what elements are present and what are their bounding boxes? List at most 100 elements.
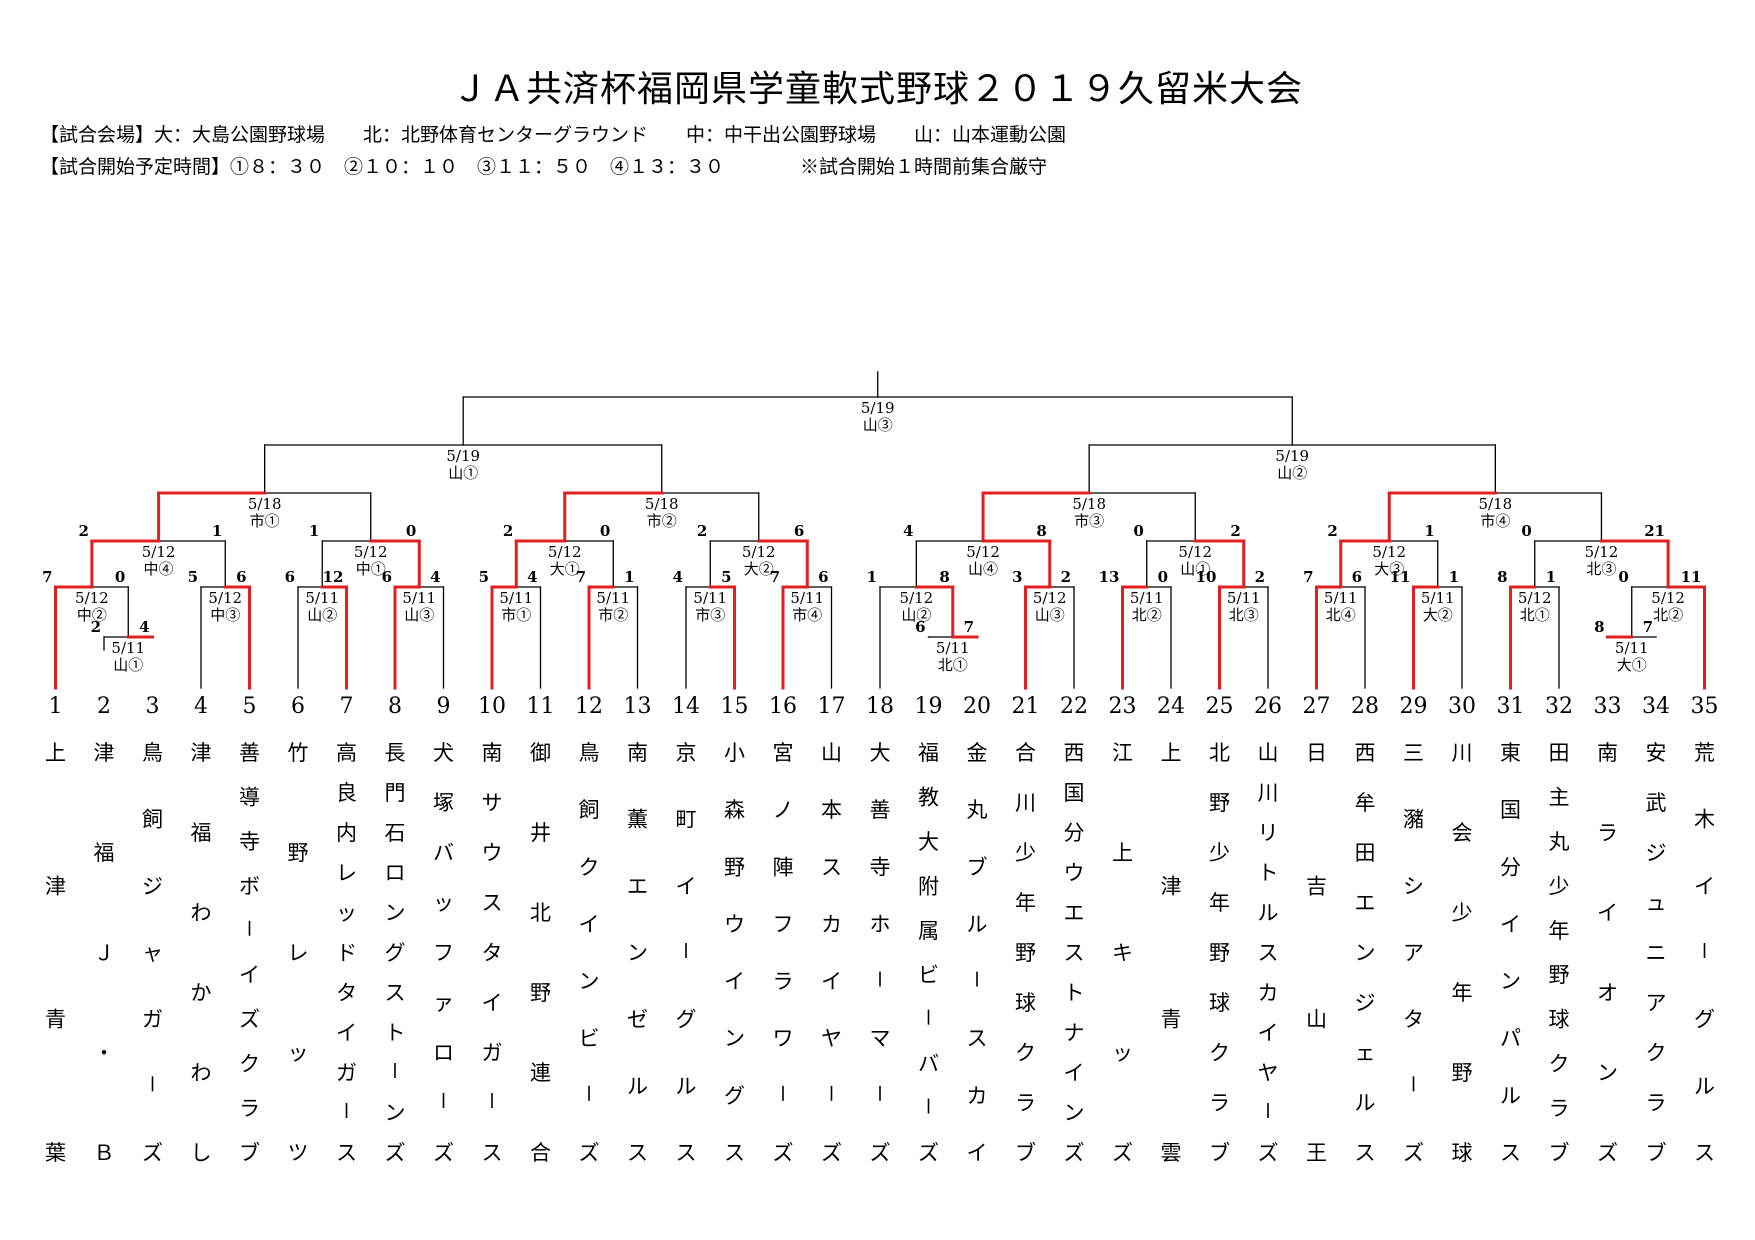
team-name-char: ズ (1064, 1141, 1085, 1165)
team-name-char: カ (821, 912, 842, 936)
team-name-char: ヤ (821, 1027, 842, 1051)
match-date: 5/12 (1033, 589, 1067, 607)
team-name-char: ジ (1646, 841, 1667, 865)
team-name-char: 年 (1452, 981, 1473, 1005)
score-left: 7 (770, 568, 780, 586)
team-name-char: 善 (239, 741, 260, 765)
match-venue: 中① (356, 560, 386, 578)
team-name-char: 陣 (773, 855, 794, 879)
team-name-char: 北 (530, 901, 551, 925)
team-name-char: か (191, 981, 212, 1005)
match-venue: 山① (113, 656, 143, 674)
match-venue: 北④ (1326, 606, 1356, 624)
team-name-char: 連 (530, 1061, 551, 1085)
team-number: 34 (1642, 694, 1670, 719)
team-name-char: ス (967, 1027, 988, 1051)
team-number: 12 (575, 694, 603, 719)
team-name-char: イ (967, 1141, 988, 1165)
team-name-char: 御 (530, 741, 551, 765)
team-name-char: 上 (1112, 841, 1133, 865)
team-name-char: 飼 (579, 798, 600, 822)
team-name-char: ッ (288, 1041, 309, 1065)
team-name-char: 球 (1549, 1008, 1570, 1032)
match-venue: 中④ (144, 560, 174, 578)
team-name-char: ス (482, 1141, 503, 1165)
team-name-char: わ (191, 901, 212, 925)
team-name-char: ガ (336, 1061, 357, 1085)
score-left: 5 (479, 568, 489, 586)
team-name-char: ブ (1549, 1141, 1570, 1165)
match-date: 5/18 (1072, 495, 1106, 513)
team-number: 21 (1012, 694, 1040, 719)
match-venue: 北① (1520, 606, 1550, 624)
score-right: 2 (1230, 522, 1240, 540)
team-name-char: 飼 (142, 808, 163, 832)
team-name-char: ウ (482, 841, 503, 865)
team-number: 11 (527, 694, 555, 719)
match-date: 5/18 (645, 495, 679, 513)
match-venue: 中③ (210, 606, 240, 624)
team-name-char: ズ (773, 1141, 794, 1165)
team-name-char: 大 (918, 830, 939, 854)
team-name-char: 本 (821, 798, 842, 822)
team-name-char: グ (385, 941, 406, 965)
score-right: 1 (1449, 568, 1459, 586)
score-left: 8 (1594, 618, 1604, 636)
team-name-char: 川 (1258, 781, 1279, 805)
team-name-char: 導 (239, 785, 260, 809)
match-date: 5/12 (354, 543, 388, 561)
score-left: 0 (1618, 568, 1628, 586)
team-name-char: ガ (142, 1008, 163, 1032)
team-name-char: ル (967, 912, 988, 936)
team-number: 9 (437, 694, 451, 719)
team-number: 4 (194, 694, 208, 719)
team-name-char: 王 (1306, 1141, 1327, 1165)
team-name-char: ジ (142, 874, 163, 898)
team-number: 1 (49, 694, 63, 719)
score-left: 6 (915, 618, 925, 636)
team-name-char: 石 (385, 821, 406, 845)
team-name-char: 野 (724, 855, 745, 879)
score-left: 2 (503, 522, 513, 540)
match-venue: 山① (448, 464, 478, 482)
team-name-char: ラ (1209, 1091, 1230, 1115)
team-name-char: ブ (239, 1141, 260, 1165)
team-number: 19 (915, 694, 943, 719)
team-name-char: 福 (918, 741, 939, 765)
team-name: 津福Ｊ・Ｂ (94, 741, 115, 1165)
page-title: ＪＡ共済杯福岡県学童軟式野球２０１９久留米大会 (451, 69, 1303, 110)
team-name-char: ト (1064, 981, 1085, 1005)
team-name-char: 野 (1549, 963, 1570, 987)
team-number: 22 (1060, 694, 1088, 719)
team-name-char: ク (239, 1052, 260, 1076)
team-name-char: 川 (1452, 741, 1473, 765)
team-number: 2 (97, 694, 111, 719)
score-right: 8 (1036, 522, 1046, 540)
team-name-char: 野 (1452, 1061, 1473, 1085)
team-name-char: 丸 (1549, 830, 1570, 854)
team-name-char: イ (1258, 1021, 1279, 1045)
match-date: 5/12 (966, 543, 1000, 561)
score-left: 4 (903, 522, 913, 540)
team-name-char: 西 (1355, 741, 1376, 765)
team-name-char: Ｂ (94, 1141, 115, 1165)
team-name-char: 球 (1452, 1141, 1473, 1165)
team-name-char: 山 (821, 741, 842, 765)
match-venue: 北③ (1586, 560, 1616, 578)
team-name-char: ア (1646, 991, 1667, 1015)
match-venue: 大① (1617, 656, 1647, 674)
match-venue: 大② (1423, 606, 1453, 624)
score-right: 21 (1644, 522, 1665, 540)
score-left: 7 (42, 568, 52, 586)
team-name-char: パ (1500, 1027, 1521, 1051)
team-name-char: 犬 (433, 741, 454, 765)
match-venue: 大② (744, 560, 774, 578)
